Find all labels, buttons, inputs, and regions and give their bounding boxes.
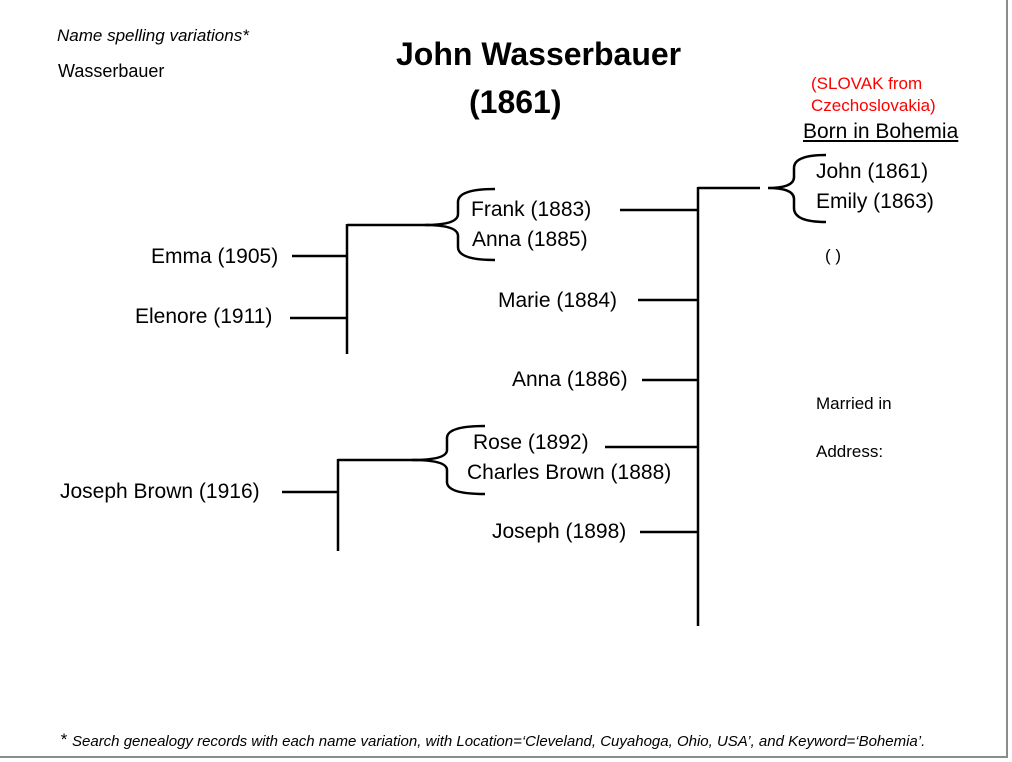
page-title: John Wasserbauer: [396, 36, 682, 72]
address-label: Address:: [816, 442, 884, 461]
grandchild-emma: Emma (1905): [151, 245, 279, 268]
footnote-search-note: Search genealogy records with each name …: [72, 733, 926, 750]
empty-parentheses: ( ): [825, 246, 842, 265]
child-anna-spouse: Anna (1885): [472, 228, 588, 251]
child-charles-brown: Charles Brown (1888): [467, 461, 672, 484]
mother-name: Emily (1863): [816, 190, 934, 213]
spelling-variations-heading: Name spelling variations*: [57, 26, 249, 45]
grandchild-elenore: Elenore (1911): [135, 305, 273, 328]
child-anna: Anna (1886): [512, 368, 628, 391]
ethnicity-line-2: Czechoslovakia): [811, 96, 936, 115]
grandchild-joseph-brown: Joseph Brown (1916): [60, 480, 260, 503]
child-joseph: Joseph (1898): [492, 520, 627, 543]
ethnicity-line-1: (SLOVAK from: [811, 74, 923, 93]
spelling-variation-item: Wasserbauer: [58, 61, 165, 81]
footnote-asterisk: *: [60, 730, 67, 749]
birthplace: Born in Bohemia: [803, 120, 959, 143]
title-year: (1861): [469, 84, 562, 120]
married-in-label: Married in: [816, 394, 892, 413]
child-rose: Rose (1892): [473, 431, 589, 454]
father-name: John (1861): [816, 160, 929, 183]
child-frank: Frank (1883): [471, 198, 592, 221]
child-marie: Marie (1884): [498, 289, 618, 312]
